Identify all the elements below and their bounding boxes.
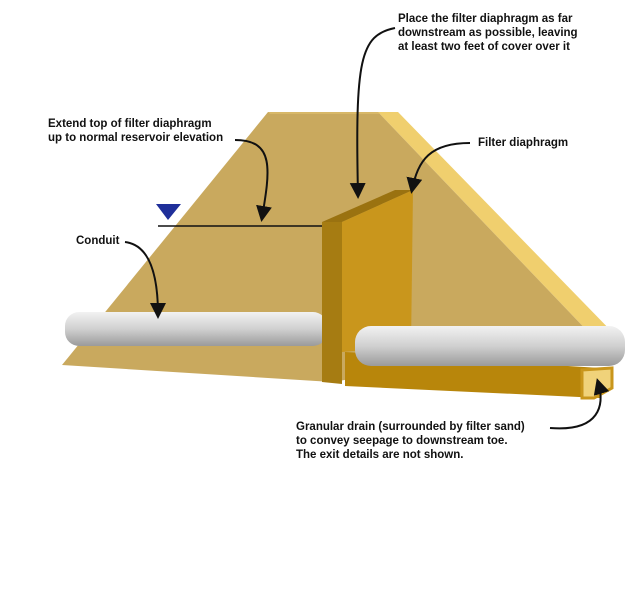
arrow-conduit [124,241,166,319]
arrow-filter-diaphragm [406,142,471,194]
arrow-top-note [349,27,396,199]
conduit-upstream [65,312,327,346]
drain-note-label: Granular drain (surrounded by filter san… [296,421,525,461]
filter-diaphragm-label: Filter diaphragm [478,137,569,149]
filter-diaphragm-top [322,190,413,222]
conduit-downstream [355,326,625,366]
arrow-extend [234,139,272,222]
top-note-label: Place the filter diaphragm as far downst… [398,13,578,53]
embankment-crest [268,112,380,114]
filter-diaphragm-side [342,190,413,352]
conduit-label: Conduit [76,235,120,247]
filter-diaphragm-front [322,222,342,384]
extend-note-label: Extend top of filter diaphragm up to nor… [48,118,224,144]
embankment-slope-edge [378,112,618,340]
arrow-drain [549,378,610,430]
water-level-symbol [156,204,181,220]
granular-drain-end [580,366,614,400]
